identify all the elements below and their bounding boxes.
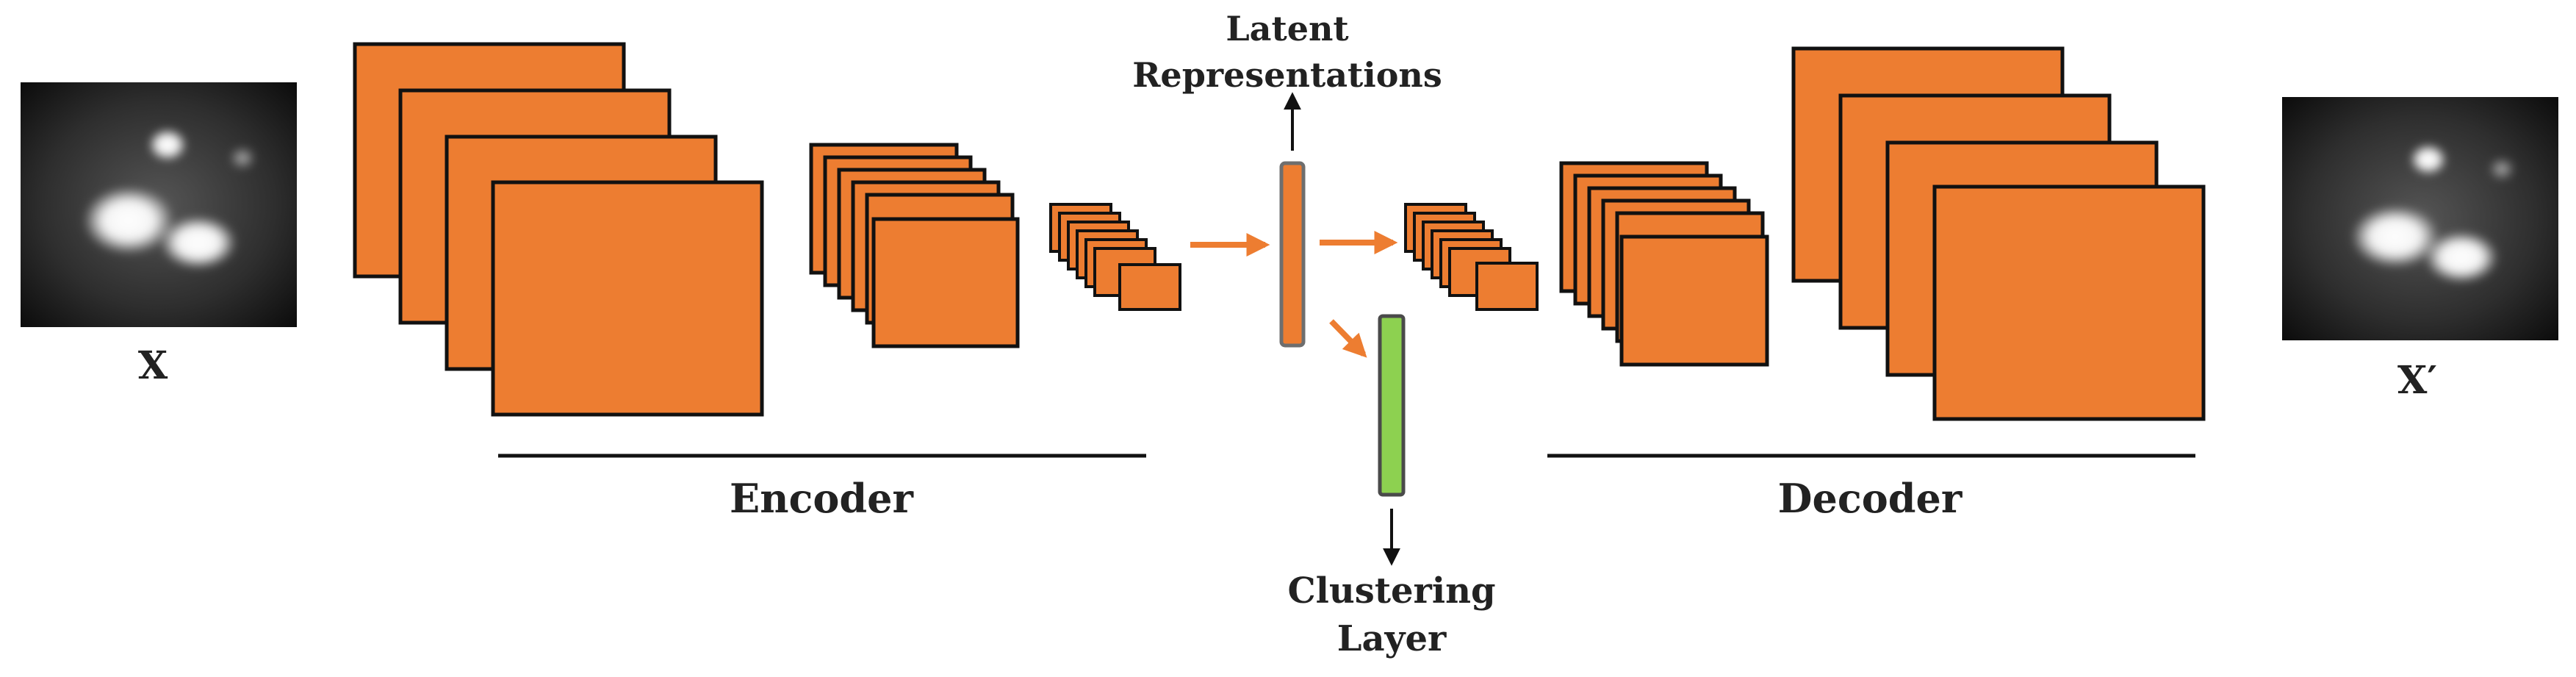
decoder-block-group-3 <box>1791 46 2206 421</box>
clustering-label-line2: Layer <box>1337 618 1447 659</box>
encoder-block-group-1 <box>353 42 764 417</box>
clustering-layer-bar <box>1378 314 1406 497</box>
feature-map <box>1619 234 1769 367</box>
arrow-latent-to-clustering <box>1329 319 1367 358</box>
output-label: X′ <box>2397 358 2437 403</box>
encoder-label: Encoder <box>730 475 913 522</box>
clustering-label-line1: Clustering <box>1287 570 1495 612</box>
encoder-block-group-2 <box>809 143 1020 348</box>
decoder-label: Decoder <box>1778 475 1962 522</box>
output-image <box>2282 97 2558 340</box>
feature-map <box>1118 263 1181 311</box>
input-label: X <box>138 343 168 388</box>
decoder-block-group-2 <box>1559 161 1769 367</box>
feature-map <box>491 180 764 417</box>
feature-map <box>1932 185 2206 421</box>
input-image <box>21 82 297 327</box>
encoder-block-group-3 <box>1049 203 1181 311</box>
latent-label-line1: Latent <box>1226 9 1349 49</box>
latent-representation-bar <box>1279 161 1306 348</box>
feature-map <box>1475 262 1539 311</box>
feature-map <box>871 217 1020 348</box>
decoder-block-group-1 <box>1404 203 1539 311</box>
latent-label-line2: Representations <box>1132 55 1442 95</box>
